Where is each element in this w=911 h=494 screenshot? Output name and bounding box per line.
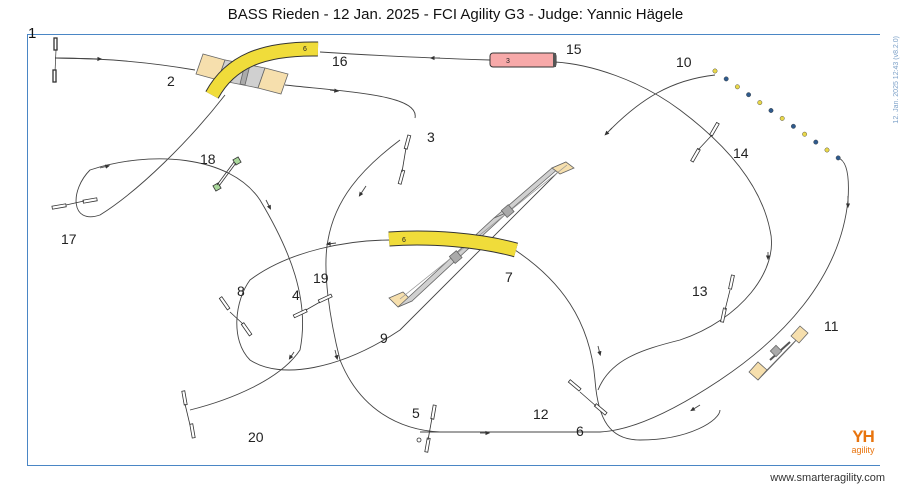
obstacle-number-12: 12 bbox=[533, 406, 549, 422]
obstacle-number-10: 10 bbox=[676, 54, 692, 70]
svg-text:6: 6 bbox=[402, 237, 406, 244]
yh-agility-logo: YH agility bbox=[843, 428, 883, 455]
obstacle-number-19: 19 bbox=[313, 270, 329, 286]
weave-pole bbox=[835, 155, 841, 161]
obstacle-number-7: 7 bbox=[505, 269, 513, 285]
jump-3 bbox=[397, 134, 412, 185]
page-title: BASS Rieden - 12 Jan. 2025 - FCI Agility… bbox=[227, 6, 684, 23]
weave-pole bbox=[723, 76, 729, 82]
weave-pole bbox=[735, 84, 740, 90]
weave-poles bbox=[712, 68, 841, 161]
tunnel-16: 6 bbox=[205, 41, 319, 99]
jump-13 bbox=[720, 274, 735, 323]
tire-18 bbox=[212, 156, 242, 192]
jump-6 bbox=[567, 379, 608, 416]
jump-5 bbox=[416, 404, 437, 453]
obstacle-number-15: 15 bbox=[566, 41, 582, 57]
jump-4 bbox=[292, 293, 333, 319]
obstacle-number-18: 18 bbox=[200, 151, 216, 167]
weave-pole bbox=[779, 116, 785, 121]
logo-mark: YH bbox=[852, 427, 875, 446]
start-label: 1 bbox=[28, 25, 37, 42]
svg-text:3: 3 bbox=[506, 58, 510, 65]
obstacle-number-11: 11 bbox=[824, 318, 839, 334]
jump-17 bbox=[51, 197, 98, 210]
jump-20 bbox=[181, 390, 196, 439]
obstacle-number-6: 6 bbox=[576, 423, 584, 439]
course-path bbox=[54, 51, 851, 441]
course-frame bbox=[27, 34, 880, 466]
weave-pole bbox=[757, 100, 763, 106]
weave-pole bbox=[791, 123, 796, 129]
jump-1 bbox=[52, 37, 58, 83]
logo-text: agility bbox=[851, 445, 875, 455]
obstacle-number-9: 9 bbox=[380, 330, 388, 346]
website-link[interactable]: www.smarteragility.com bbox=[770, 472, 885, 484]
jump-14 bbox=[690, 121, 720, 163]
weave-pole bbox=[824, 147, 830, 153]
weave-pole bbox=[813, 139, 819, 145]
obstacle-number-20: 20 bbox=[248, 429, 264, 445]
obstacle-number-13: 13 bbox=[692, 283, 708, 299]
jump-8 bbox=[218, 296, 253, 337]
aframe-11 bbox=[748, 325, 809, 381]
obstacle-number-16: 16 bbox=[332, 53, 348, 69]
obstacle-number-2: 2 bbox=[167, 73, 175, 89]
obstacle-number-5: 5 bbox=[412, 405, 420, 421]
obstacle-number-17: 17 bbox=[61, 231, 77, 247]
svg-text:6: 6 bbox=[303, 46, 307, 53]
weave-pole bbox=[746, 92, 751, 98]
obstacle-number-14: 14 bbox=[733, 145, 749, 161]
weave-pole bbox=[768, 108, 774, 113]
tunnel-7: 6 bbox=[388, 230, 519, 258]
weave-pole bbox=[712, 68, 718, 74]
obstacle-numbers: 2 3 4 5 6 7 8 9 10 11 12 13 14 15 16 17 18 19 20 bbox=[61, 41, 839, 445]
obstacle-number-4: 4 bbox=[292, 287, 300, 303]
tunnel-15: 3 bbox=[489, 52, 557, 68]
obstacle-number-8: 8 bbox=[237, 283, 245, 299]
weave-pole bbox=[802, 131, 807, 137]
obstacle-number-3: 3 bbox=[427, 129, 435, 145]
